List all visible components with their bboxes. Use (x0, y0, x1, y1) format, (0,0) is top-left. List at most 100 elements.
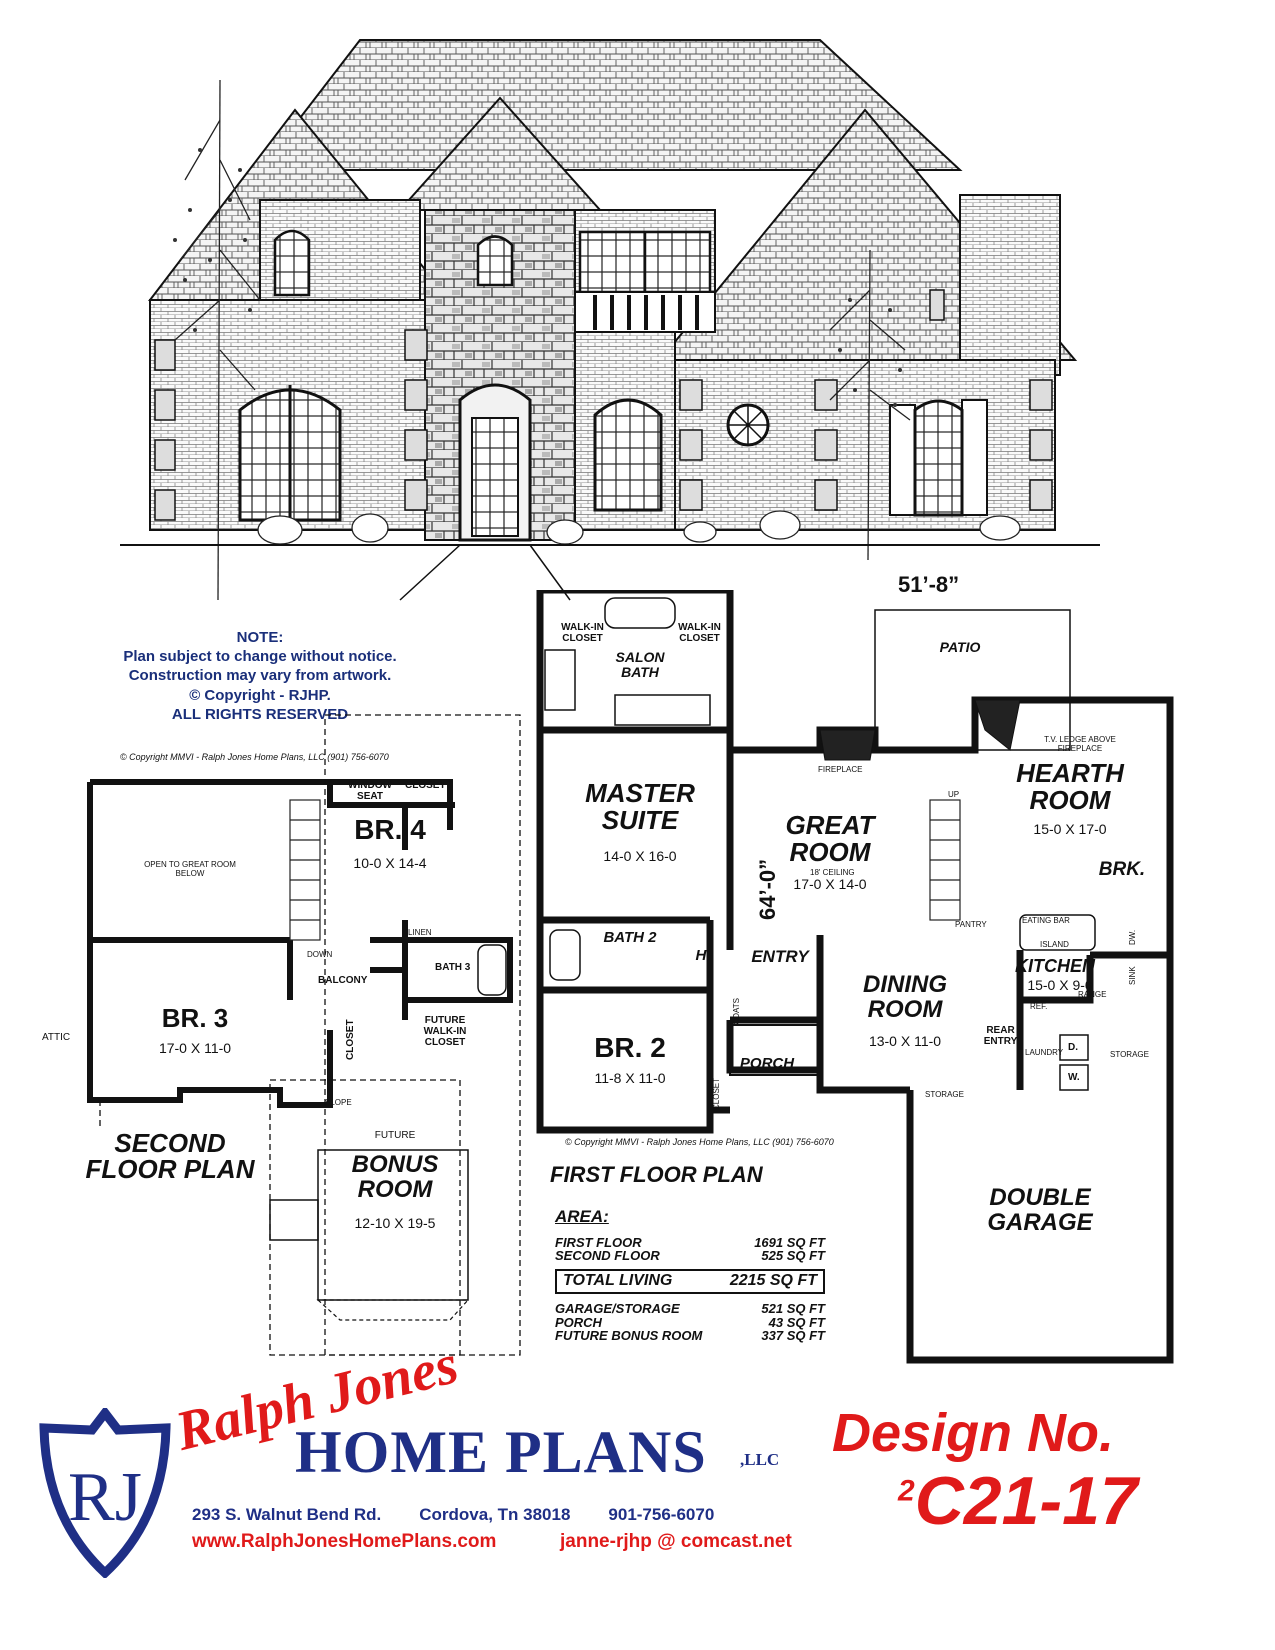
future-label: FUTURE (374, 1130, 416, 1141)
bath2-label: BATH 2 (603, 929, 657, 946)
first-floor-plan-drawing: 64’-0” © Copyright MMVI - Ralph Jones Ho… (536, 590, 1174, 1364)
closet-br2-label: CLOSET (712, 1077, 721, 1110)
hall-label: H. (695, 947, 711, 964)
dryer-label: D. (1068, 1042, 1078, 1053)
future-walkin-label: FUTURE WALK-IN CLOSET (423, 1015, 467, 1048)
note-line: ALL RIGHTS RESERVED (171, 705, 349, 723)
area-total-value: 2215 SQ FT (729, 1272, 817, 1290)
linen-label: LINEN (408, 928, 432, 937)
design-number-value: C21-17 (914, 1463, 1138, 1539)
area-row-value: 337 SQ FT (761, 1328, 825, 1344)
brand-website-link[interactable]: www.RalphJonesHomePlans.com (192, 1531, 497, 1552)
rear-entry-label: REAR ENTRY (983, 1025, 1018, 1047)
area-total-row: TOTAL LIVING 2215 SQ FT (555, 1269, 825, 1294)
area-total-label: TOTAL LIVING (563, 1272, 673, 1290)
kitchen-label: KITCHEN (1015, 956, 1095, 976)
area-row-label: FUTURE BONUS ROOM (555, 1328, 703, 1344)
area-row-value: 525 SQ FT (761, 1248, 825, 1264)
master-suite-label: MASTER SUITE (585, 778, 695, 836)
tv-ledge-label: T.V. LEDGE ABOVE FIREPLACE (1044, 735, 1116, 753)
br4-label: BR. 4 (354, 814, 426, 845)
brand-phone: 901-756-6070 (608, 1505, 715, 1524)
breakfast-label: BRK. (1098, 859, 1146, 880)
bonus-room-dimensions: 12-10 X 19-5 (354, 1215, 436, 1231)
patio-label: PATIO (939, 639, 981, 655)
house-front-elevation (120, 39, 1100, 601)
area-row: GARAGE/STORAGE 521 SQ FT (555, 1302, 825, 1316)
area-row: PORCH 43 SQ FT (555, 1314, 825, 1330)
storage-right-label: STORAGE (1110, 1050, 1149, 1059)
great-room-label: GREAT ROOM (785, 810, 875, 868)
design-number: 2C21-17 (898, 1462, 1138, 1540)
area-row: FIRST FLOOR 1691 SQ FT (555, 1236, 825, 1250)
brand-contact-line: 293 S. Walnut Bend Rd. Cordova, Tn 38018… (192, 1505, 812, 1525)
ref-label: REF. (1030, 1002, 1048, 1011)
coats-label: COATS (732, 998, 741, 1025)
area-row-value: 1691 SQ FT (754, 1234, 825, 1250)
area-row-label: SECOND FLOOR (555, 1248, 660, 1264)
area-row-value: 43 SQ FT (768, 1314, 825, 1330)
range-label: RANGE (1078, 990, 1107, 999)
second-floor-plan-drawing: © Copyright MMVI - Ralph Jones Home Plan… (42, 714, 521, 1356)
stairs-up-label: UP (948, 790, 960, 799)
great-room-dimensions: 17-0 X 14-0 (793, 876, 867, 892)
kitchen-dimensions: 15-0 X 9-0 (1027, 977, 1093, 993)
hearth-room-dimensions: 15-0 X 17-0 (1033, 821, 1107, 837)
salon-bath-label: SALON BATH (615, 649, 665, 680)
brand-email-link[interactable]: janne-rjhp @ comcast.net (560, 1531, 792, 1552)
brand-name: HOME PLANS (295, 1419, 707, 1485)
note-line: Construction may vary from artwork. (128, 667, 392, 685)
area-row-label: FIRST FLOOR (555, 1234, 642, 1250)
hearth-room-label: HEARTH ROOM (1016, 758, 1124, 816)
bath3-label: BATH 3 (435, 962, 471, 973)
storage-left-label: STORAGE (925, 1090, 964, 1099)
area-summary: AREA: FIRST FLOOR 1691 SQ FT SECOND FLOO… (555, 1208, 825, 1343)
dining-room-label: DINING ROOM (863, 971, 947, 1024)
walk-in-closet-right-label: WALK-IN CLOSET (678, 622, 721, 644)
copyright-first-floor: © Copyright MMVI - Ralph Jones Home Plan… (565, 1137, 834, 1147)
area-heading: AREA: (555, 1207, 609, 1226)
plan-note: NOTE: Plan subject to change without not… (80, 628, 440, 724)
bonus-room-label: BONUS ROOM (351, 1151, 439, 1204)
dining-room-dimensions: 13-0 X 11-0 (868, 1033, 942, 1049)
br3-dimensions: 17-0 X 11-0 (158, 1040, 232, 1056)
rj-shield-logo: RJ (39, 1408, 171, 1578)
island-label: ISLAND (1040, 940, 1069, 949)
brand-city: Cordova, Tn 38018 (419, 1505, 571, 1524)
br2-label: BR. 2 (594, 1032, 666, 1063)
laundry-label: LAUNDRY (1025, 1048, 1064, 1057)
closet-br3-label: CLOSET (345, 1019, 356, 1060)
sink-label: SINK (1128, 966, 1137, 985)
eating-bar-label: EATING BAR (1022, 916, 1070, 925)
balcony-label: BALCONY (318, 975, 368, 986)
washer-label: W. (1068, 1072, 1080, 1083)
fireplace-label: FIREPLACE (818, 765, 863, 774)
pantry-label: PANTRY (955, 920, 987, 929)
attic-label: ATTIC (42, 1032, 70, 1043)
area-row-value: 521 SQ FT (761, 1300, 825, 1316)
br2-dimensions: 11-8 X 11-0 (594, 1070, 666, 1086)
overall-depth-dimension: 64’-0” (755, 859, 780, 920)
closet-top-label: CLOSET (405, 780, 446, 791)
brand-address: 293 S. Walnut Bend Rd. (192, 1505, 382, 1524)
master-suite-dimensions: 14-0 X 16-0 (603, 848, 677, 864)
open-to-below-label: OPEN TO GREAT ROOM BELOW (144, 860, 236, 878)
br4-dimensions: 10-0 X 14-4 (353, 855, 427, 871)
brand-suffix: ,LLC (740, 1450, 780, 1469)
copyright-second-floor: © Copyright MMVI - Ralph Jones Home Plan… (120, 752, 389, 762)
monogram-text: RJ (68, 1459, 142, 1536)
overall-width-dimension: 51’-8” (898, 572, 960, 597)
area-row-label: PORCH (555, 1314, 602, 1330)
window-seat-label: WINDOW SEAT (348, 780, 392, 802)
design-number-prefix: 2 (898, 1474, 915, 1508)
slope-label: SLOPE (325, 1098, 352, 1107)
note-heading: NOTE: (236, 629, 284, 646)
double-garage-label: DOUBLE GARAGE (987, 1184, 1093, 1237)
down-label: DOWN (307, 950, 333, 959)
first-floor-title: FIRST FLOOR PLAN (550, 1162, 763, 1187)
area-row: FUTURE BONUS ROOM 337 SQ FT (555, 1329, 825, 1343)
note-line: © Copyright - RJHP. (189, 686, 331, 704)
area-row-label: GARAGE/STORAGE (555, 1300, 680, 1316)
second-floor-title: SECOND FLOOR PLAN (85, 1128, 255, 1184)
great-room-ceiling-label: 18' CEILING (810, 868, 855, 877)
